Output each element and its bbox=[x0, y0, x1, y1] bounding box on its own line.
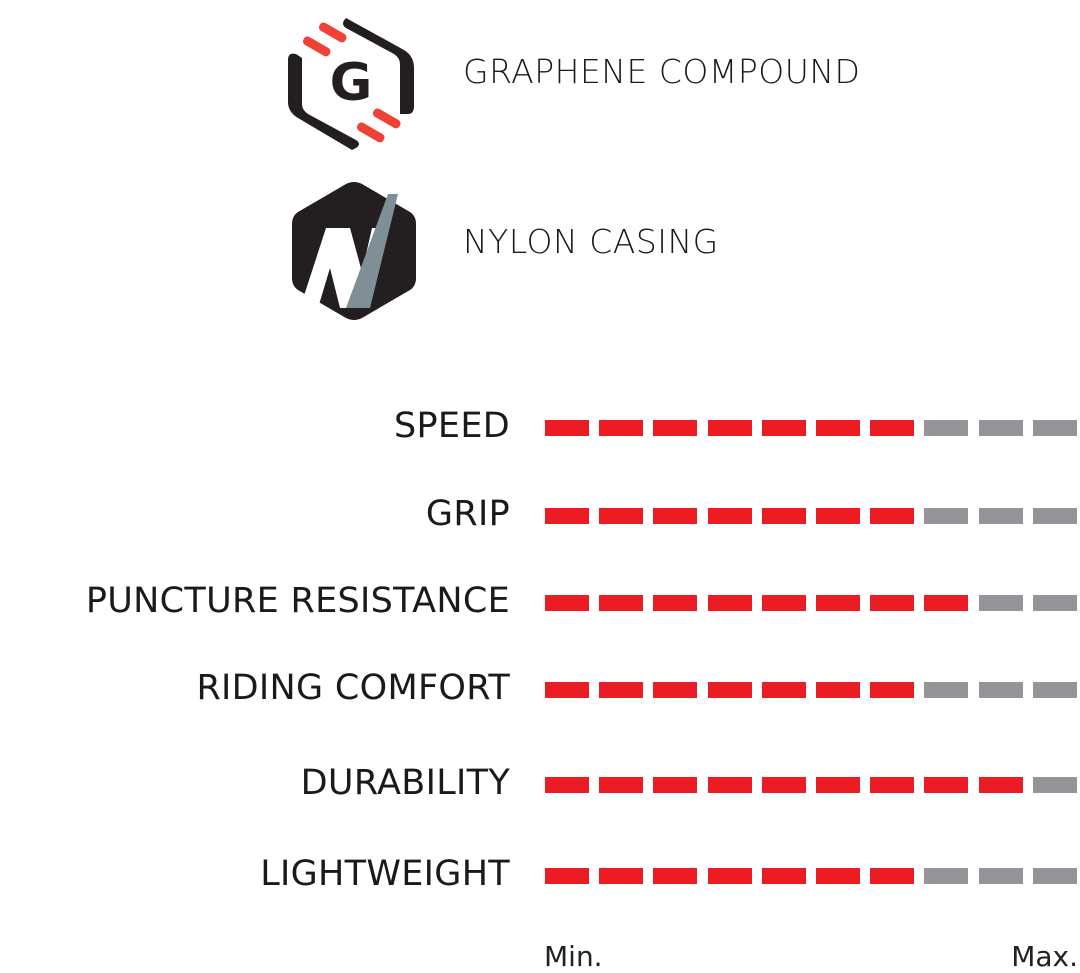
rating-segment-filled bbox=[599, 868, 644, 884]
feature-label-nylon: NYLON CASING bbox=[463, 222, 719, 261]
rating-segment-filled bbox=[707, 420, 752, 436]
rating-segment-filled bbox=[653, 420, 698, 436]
rating-segment-empty bbox=[1032, 777, 1077, 793]
rating-segment-filled bbox=[599, 682, 644, 698]
rating-segment-empty bbox=[978, 868, 1023, 884]
rating-segment-filled bbox=[870, 868, 915, 884]
svg-text:G: G bbox=[330, 53, 373, 113]
feature-label-graphene: GRAPHENE COMPOUND bbox=[463, 52, 861, 91]
rating-segment-filled bbox=[599, 777, 644, 793]
row-label: GRIP bbox=[425, 494, 510, 534]
rating-segment-empty bbox=[924, 868, 969, 884]
rating-segment-filled bbox=[870, 420, 915, 436]
rating-segment-filled bbox=[653, 682, 698, 698]
rating-segment-empty bbox=[978, 682, 1023, 698]
rating-segment-empty bbox=[978, 420, 1023, 436]
rating-segment-filled bbox=[599, 420, 644, 436]
row-label: LIGHTWEIGHT bbox=[260, 854, 510, 894]
rating-segment-filled bbox=[978, 777, 1023, 793]
axis-max-label: Max. bbox=[1011, 940, 1078, 973]
rating-segment-empty bbox=[924, 682, 969, 698]
rating-segment-filled bbox=[761, 420, 806, 436]
rating-segment-filled bbox=[707, 777, 752, 793]
rating-segment-filled bbox=[707, 595, 752, 611]
rating-segment-empty bbox=[978, 508, 1023, 524]
rating-segment-empty bbox=[924, 508, 969, 524]
rating-segment-filled bbox=[545, 682, 589, 698]
row-label: DURABILITY bbox=[300, 763, 510, 803]
rating-segment-filled bbox=[653, 508, 698, 524]
rating-segment-empty bbox=[1032, 868, 1077, 884]
rating-segment-filled bbox=[816, 868, 860, 884]
rating-segment-filled bbox=[761, 682, 806, 698]
rating-segment-filled bbox=[816, 682, 860, 698]
graphene-compound-icon: G bbox=[288, 18, 414, 150]
rating-segment-filled bbox=[761, 595, 806, 611]
rating-segment-filled bbox=[761, 508, 806, 524]
rating-segment-filled bbox=[653, 777, 698, 793]
rating-segment-filled bbox=[761, 868, 806, 884]
axis-min-label: Min. bbox=[544, 940, 603, 973]
rating-segment-filled bbox=[816, 508, 860, 524]
rating-segment-filled bbox=[870, 682, 915, 698]
rating-segment-filled bbox=[924, 595, 969, 611]
rating-segment-filled bbox=[870, 777, 915, 793]
rating-segment-filled bbox=[599, 508, 644, 524]
rating-segment-filled bbox=[870, 595, 915, 611]
rating-segment-filled bbox=[545, 595, 589, 611]
rating-segment-filled bbox=[707, 868, 752, 884]
rating-segment-filled bbox=[545, 420, 589, 436]
row-label: RIDING COMFORT bbox=[196, 668, 510, 708]
rating-segment-filled bbox=[653, 868, 698, 884]
rating-segment-filled bbox=[545, 868, 589, 884]
nylon-casing-icon bbox=[292, 182, 416, 320]
rating-segment-filled bbox=[599, 595, 644, 611]
rating-segment-filled bbox=[707, 682, 752, 698]
rating-segment-filled bbox=[545, 508, 589, 524]
row-label: SPEED bbox=[393, 406, 510, 446]
rating-segment-filled bbox=[707, 508, 752, 524]
rating-segment-filled bbox=[816, 420, 860, 436]
rating-segment-empty bbox=[978, 595, 1023, 611]
rating-segment-filled bbox=[545, 777, 589, 793]
rating-segment-filled bbox=[761, 777, 806, 793]
rating-segment-empty bbox=[1032, 508, 1077, 524]
rating-segment-filled bbox=[870, 508, 915, 524]
rating-segment-empty bbox=[1032, 420, 1077, 436]
row-label: PUNCTURE RESISTANCE bbox=[85, 581, 510, 621]
rating-segment-filled bbox=[653, 595, 698, 611]
rating-segment-filled bbox=[924, 777, 969, 793]
rating-segment-empty bbox=[924, 420, 969, 436]
rating-segment-empty bbox=[1032, 682, 1077, 698]
rating-segment-empty bbox=[1032, 595, 1077, 611]
rating-segment-filled bbox=[816, 595, 860, 611]
rating-segment-filled bbox=[816, 777, 860, 793]
